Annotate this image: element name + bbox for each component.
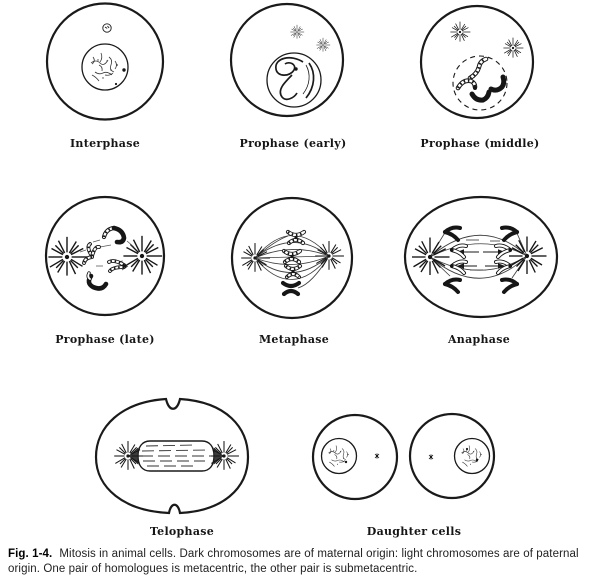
spindle-fibers	[429, 230, 528, 279]
label-metaphase: Metaphase	[259, 333, 329, 346]
cell-membrane	[45, 2, 165, 121]
aster	[508, 235, 548, 275]
label-daughter-cells: Daughter cells	[367, 525, 462, 538]
aster	[316, 37, 331, 52]
chromosomes-metaphase-plate	[280, 229, 307, 297]
mitosis-illustration: Interphase Prophase (early)	[44, 2, 559, 538]
aster	[47, 236, 88, 277]
aster	[314, 240, 345, 271]
prophase-middle-cell	[419, 4, 535, 120]
label-telophase: Telophase	[150, 525, 214, 538]
cell-membrane	[229, 2, 345, 118]
nucleus	[453, 437, 491, 475]
nucleolus	[122, 68, 126, 72]
cell-membrane	[44, 195, 166, 317]
chromosomes	[82, 225, 127, 291]
figure-number: Fig. 1-4.	[8, 548, 53, 560]
daughter-cell-left	[311, 413, 399, 501]
chromatin	[90, 52, 119, 82]
centriole	[374, 452, 380, 460]
aster	[503, 37, 524, 58]
metaphase-cell	[230, 196, 354, 320]
caption-text: Mitosis in animal cells. Dark chromosome…	[8, 548, 579, 575]
aster	[122, 235, 163, 276]
separating-chromosomes	[443, 225, 519, 294]
label-prophase-late: Prophase (late)	[55, 333, 155, 346]
chromosomes	[455, 56, 507, 103]
label-interphase: Interphase	[70, 137, 140, 150]
cleaving-cell-membrane	[94, 397, 250, 515]
nucleus	[320, 437, 358, 475]
centriole	[428, 453, 434, 461]
cell-membrane	[408, 412, 496, 500]
nucleus	[81, 43, 129, 91]
midbody-spindle	[128, 440, 224, 472]
telophase-cell	[94, 397, 250, 515]
nucleus	[266, 52, 322, 108]
nucleolus	[114, 82, 118, 86]
label-anaphase: Anaphase	[447, 333, 510, 346]
aster	[450, 21, 471, 42]
prophase-early-cell	[229, 2, 345, 118]
label-prophase-early: Prophase (early)	[240, 137, 347, 150]
chromatin	[461, 445, 482, 467]
poleward-movement-arrows	[457, 249, 505, 269]
label-prophase-middle: Prophase (middle)	[420, 137, 539, 150]
centriole	[102, 23, 112, 33]
daughter-cells	[311, 412, 496, 501]
cell-membrane	[311, 413, 399, 501]
fragmenting-nuclear-envelope	[452, 55, 508, 111]
figure-caption: Fig. 1-4.Mitosis in animal cells. Dark c…	[8, 547, 594, 576]
cell-membrane	[230, 196, 354, 320]
interphase-cell	[45, 2, 165, 121]
condensing-chromosomes	[275, 56, 315, 101]
aster	[411, 236, 451, 276]
daughter-cell-right	[408, 412, 496, 500]
aster	[290, 24, 305, 39]
cell-membrane	[403, 195, 559, 319]
cell-membrane	[419, 4, 535, 120]
anaphase-cell	[403, 195, 559, 319]
prophase-late-cell	[44, 195, 166, 317]
chromatin	[328, 445, 349, 467]
